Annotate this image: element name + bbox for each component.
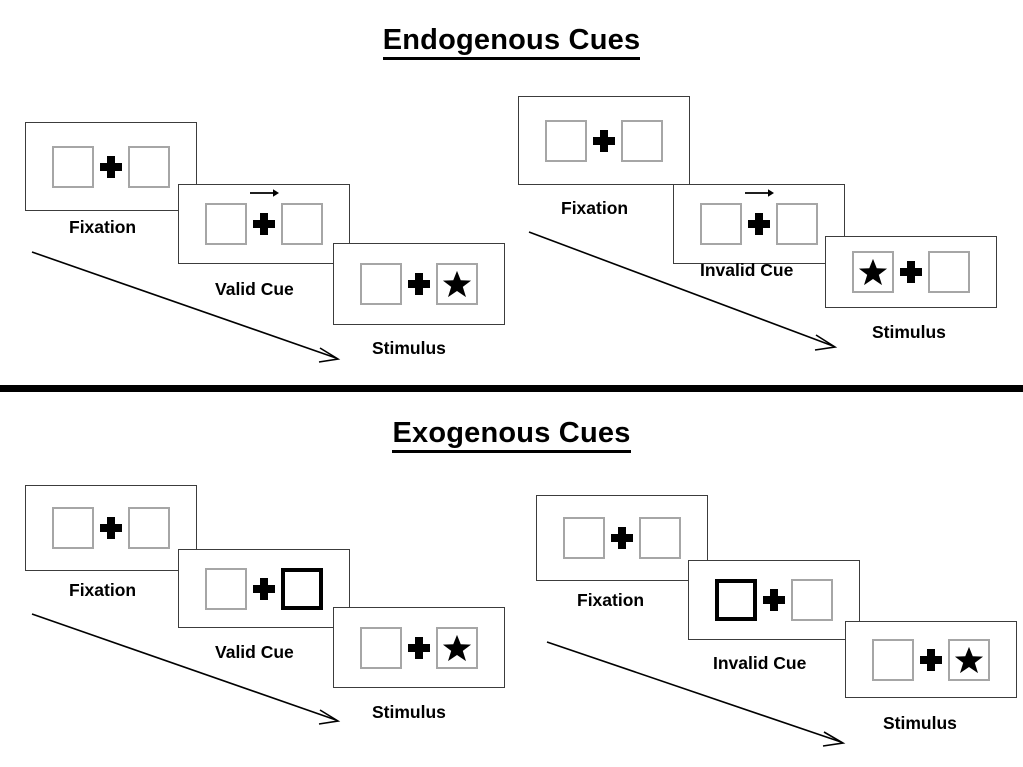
frame-endogenous-invalid-cue (673, 184, 845, 264)
fixation-cross-icon (605, 517, 639, 559)
placeholder-box-left (52, 507, 94, 549)
frame-exogenous-invalid-cue (688, 560, 860, 640)
caption-endogenous-valid-stimulus: Stimulus (372, 338, 446, 358)
caption-exogenous-valid-stimulus: Stimulus (372, 702, 446, 722)
frame-exogenous-valid-stimulus (333, 607, 505, 688)
placeholder-box-right (128, 507, 170, 549)
fixation-cross-icon (402, 627, 436, 669)
target-box-left (852, 251, 894, 293)
fixation-cross-icon (894, 251, 928, 293)
caption-endogenous-invalid-fixation: Fixation (561, 198, 629, 218)
frame-endogenous-invalid-fixation (518, 96, 690, 185)
frame-endogenous-invalid-stimulus (825, 236, 997, 308)
time-flow-arrow-endogenous-invalid (528, 231, 838, 351)
fixation-cross-icon (94, 507, 128, 549)
section-title-endogenous-text: Endogenous Cues (382, 24, 641, 60)
caption-exogenous-invalid-stimulus: Stimulus (883, 713, 957, 733)
target-box-right (436, 263, 478, 305)
placeholder-box-right (281, 203, 323, 245)
fixation-cross-icon (914, 639, 948, 681)
placeholder-box-left (360, 263, 402, 305)
cued-box-left (715, 579, 757, 621)
caption-endogenous-valid-fixation: Fixation (69, 217, 137, 237)
section-title-exogenous-text: Exogenous Cues (392, 417, 631, 453)
caption-exogenous-valid-cue: Valid Cue (215, 642, 294, 662)
fixation-cross-icon (757, 579, 791, 621)
frame-endogenous-valid-fixation (25, 122, 197, 211)
arrow-right-cue-icon (745, 189, 774, 197)
target-box-right (436, 626, 478, 669)
placeholder-box-left (700, 203, 742, 245)
caption-exogenous-valid-fixation: Fixation (69, 580, 137, 600)
star-target-icon (954, 646, 984, 673)
placeholder-box-left (205, 203, 247, 245)
placeholder-box-left (205, 567, 247, 610)
placeholder-box-right (128, 145, 170, 188)
placeholder-box-right (639, 517, 681, 559)
star-target-icon (442, 634, 472, 661)
frame-endogenous-valid-stimulus (333, 243, 505, 325)
frame-endogenous-valid-cue (178, 184, 350, 264)
star-target-icon (442, 270, 472, 298)
placeholder-box-left (563, 517, 605, 559)
placeholder-box-left (52, 145, 94, 188)
placeholder-box-right (928, 251, 970, 293)
time-flow-arrow-endogenous-valid (31, 251, 341, 363)
time-flow-arrow-exogenous-valid (31, 613, 341, 725)
frame-exogenous-invalid-stimulus (845, 621, 1017, 698)
fixation-cross-icon (402, 263, 436, 305)
frame-exogenous-valid-cue (178, 549, 350, 628)
arrow-right-cue-icon (250, 189, 279, 197)
placeholder-box-left (545, 119, 587, 162)
cued-box-right (281, 567, 323, 610)
target-box-right (948, 638, 990, 681)
placeholder-box-left (872, 638, 914, 681)
section-divider (0, 385, 1023, 392)
fixation-cross-icon (587, 120, 621, 162)
placeholder-box-right (621, 119, 663, 162)
section-title-exogenous: Exogenous Cues (0, 417, 1023, 453)
fixation-cross-icon (742, 189, 776, 245)
caption-exogenous-invalid-fixation: Fixation (577, 590, 645, 610)
caption-endogenous-invalid-cue: Invalid Cue (700, 260, 794, 280)
time-flow-arrow-exogenous-invalid (546, 641, 846, 747)
fixation-cross-icon (247, 568, 281, 610)
caption-exogenous-invalid-cue: Invalid Cue (713, 653, 807, 673)
caption-endogenous-invalid-stimulus: Stimulus (872, 322, 946, 342)
frame-exogenous-valid-fixation (25, 485, 197, 571)
placeholder-box-right (791, 579, 833, 621)
placeholder-box-left (360, 626, 402, 669)
placeholder-box-right (776, 203, 818, 245)
fixation-cross-icon (247, 189, 281, 245)
caption-endogenous-valid-cue: Valid Cue (215, 279, 294, 299)
frame-exogenous-invalid-fixation (536, 495, 708, 581)
star-target-icon (858, 258, 888, 286)
section-title-endogenous: Endogenous Cues (0, 24, 1023, 60)
fixation-cross-icon (94, 146, 128, 188)
